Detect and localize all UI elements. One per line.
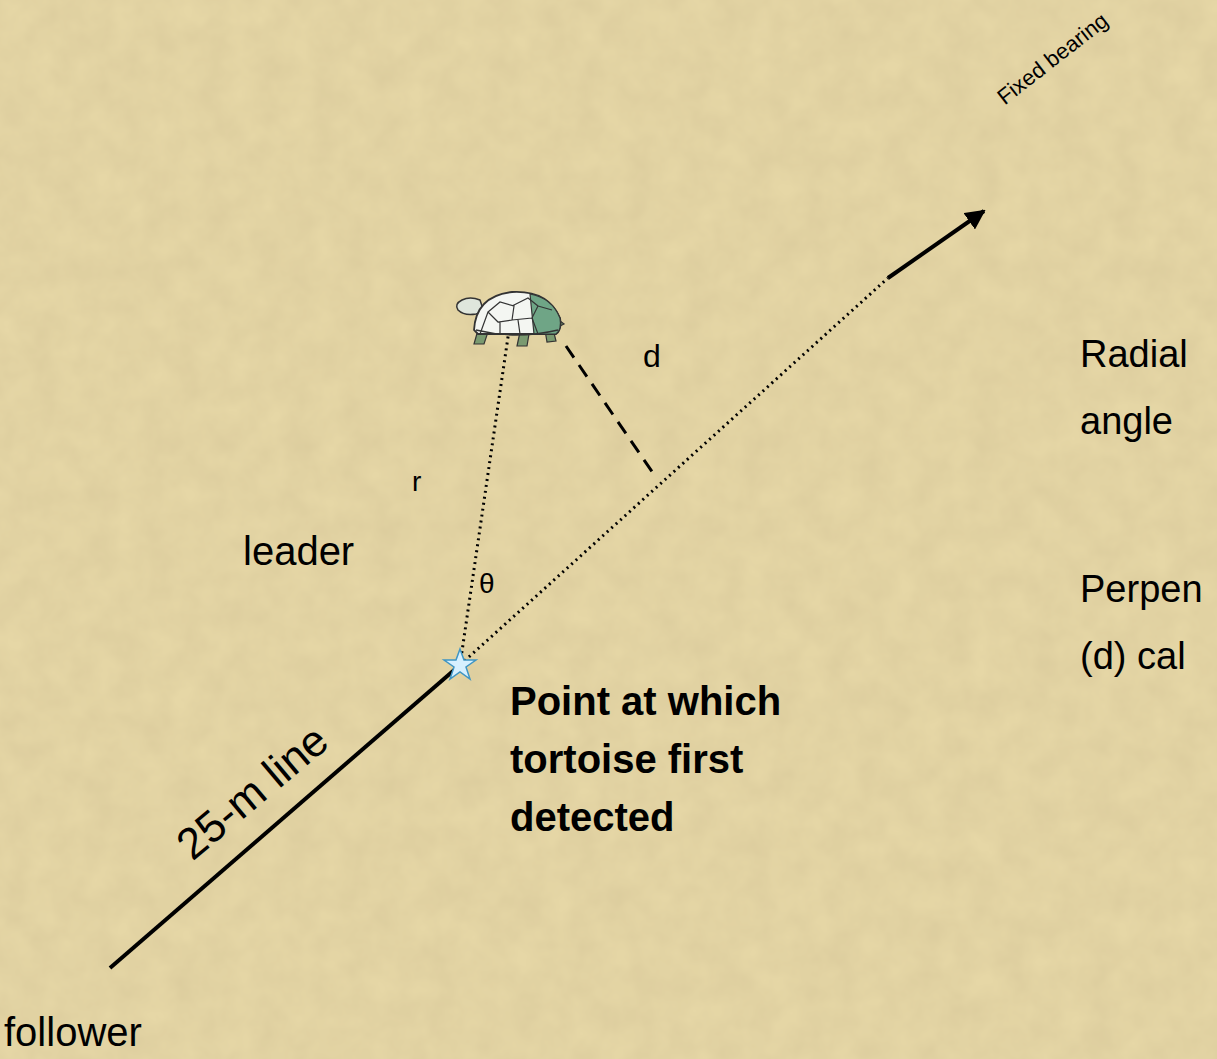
- tortoise-shell: [474, 292, 561, 334]
- radial-line: [460, 296, 514, 665]
- tortoise: [457, 292, 564, 346]
- walk-line: [110, 665, 460, 968]
- role-label: leader: [243, 528, 354, 574]
- side-note: Perpen: [1080, 568, 1203, 612]
- side-note: (d) cal: [1080, 635, 1186, 679]
- bearing-dotted-line: [460, 278, 888, 665]
- detection-note: Point at which tortoise first detected: [510, 672, 880, 846]
- detection-star: [444, 649, 476, 679]
- distance-symbol: d: [643, 338, 661, 375]
- angle-symbol: θ: [479, 568, 495, 600]
- distance-symbol: r: [412, 466, 421, 498]
- tortoise-rim: [476, 330, 558, 335]
- perpendicular-line: [566, 346, 655, 476]
- tortoise-scutes: [480, 298, 552, 334]
- role-label: follower: [4, 1010, 142, 1054]
- side-note: angle: [1080, 400, 1173, 444]
- side-note: Radial: [1080, 333, 1188, 377]
- bearing-arrow: [888, 211, 984, 278]
